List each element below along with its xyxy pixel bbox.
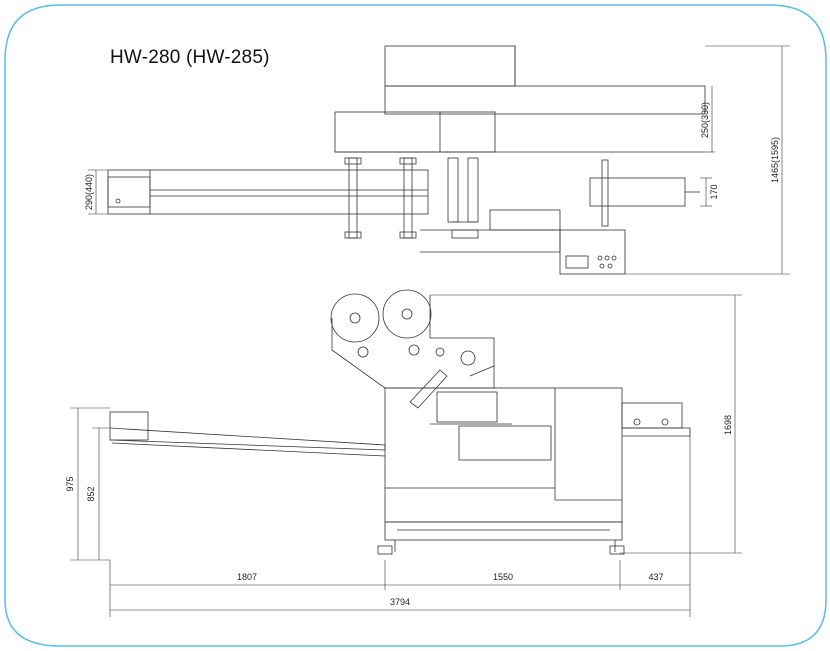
- dim-1807: 1807: [237, 572, 257, 582]
- dim-3794: 3794: [390, 597, 410, 607]
- dim-290-440: 290(440): [84, 174, 94, 210]
- dim-1698: 1698: [723, 415, 733, 435]
- dim-1465-1595: 1465(1595): [770, 137, 780, 183]
- side-view-dimensions: [70, 294, 742, 617]
- top-view-dimensions: [88, 45, 790, 275]
- side-view: [109, 289, 691, 555]
- dim-975: 975: [65, 476, 75, 491]
- dim-437: 437: [648, 572, 663, 582]
- dim-170: 170: [709, 184, 719, 199]
- dim-250-330: 250(330): [700, 102, 710, 138]
- dim-1550: 1550: [493, 572, 513, 582]
- model-title: HW-280 (HW-285): [110, 47, 270, 68]
- top-view: [107, 45, 706, 275]
- rounded-frame: [4, 4, 827, 647]
- dim-852: 852: [86, 486, 96, 501]
